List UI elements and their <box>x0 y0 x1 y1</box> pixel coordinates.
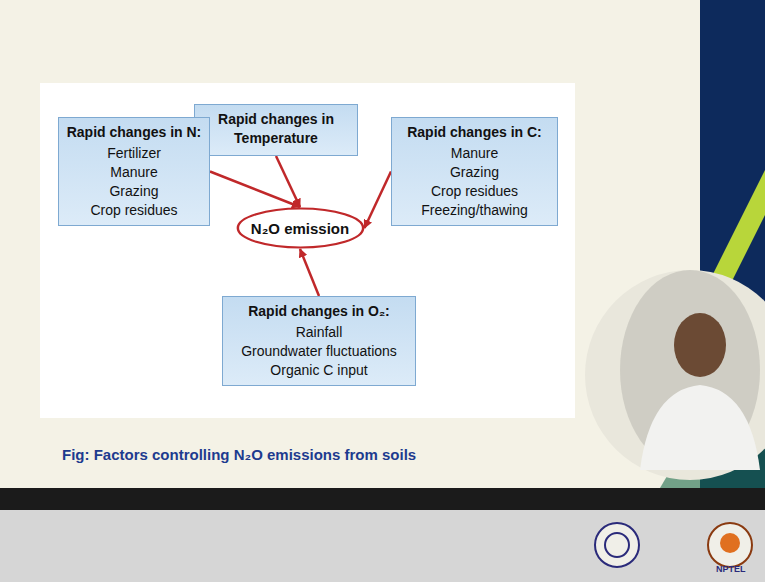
logo-label: NPTEL <box>716 564 746 574</box>
node-heading: Rapid changes in N: <box>65 123 203 142</box>
node-item: Crop residues <box>65 201 203 220</box>
node-item: Freezing/thawing <box>398 201 551 220</box>
node-heading: N₂O emission <box>251 220 349 237</box>
node-item: Crop residues <box>398 182 551 201</box>
node-heading: Rapid changes in Temperature <box>201 110 351 148</box>
node-item: Manure <box>65 163 203 182</box>
node-item: Fertilizer <box>65 144 203 163</box>
node-heading: Rapid changes in O₂: <box>229 302 409 321</box>
outcome-ellipse: N₂O emission <box>236 207 365 249</box>
node-item: Organic C input <box>229 361 409 380</box>
node-item: Rainfall <box>229 323 409 342</box>
figure-caption: Fig: Factors controlling N₂O emissions f… <box>62 446 416 463</box>
node-heading: Rapid changes in C: <box>398 123 551 142</box>
influence-arrow <box>365 172 392 229</box>
factor-box: Rapid changes in C: ManureGrazingCrop res… <box>391 117 558 226</box>
node-item: Grazing <box>65 182 203 201</box>
influence-arrow <box>300 249 319 296</box>
influence-arrow <box>210 172 300 208</box>
node-item: Groundwater fluctuations <box>229 342 409 361</box>
factor-box: Rapid changes in Temperature <box>194 104 358 156</box>
node-item: Grazing <box>398 163 551 182</box>
node-item: Manure <box>398 144 551 163</box>
factor-box: Rapid changes in N: FertilizerManureGrazi… <box>58 117 210 226</box>
factor-box: Rapid changes in O₂: RainfallGroundwater … <box>222 296 416 386</box>
